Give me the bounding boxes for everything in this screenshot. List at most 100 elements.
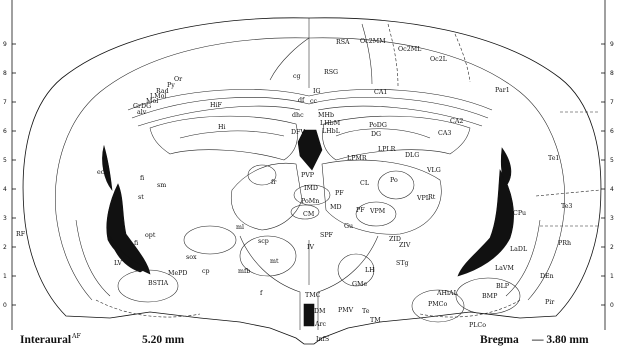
ec-black-strip-left — [102, 146, 112, 190]
tick-right-9: 9 — [610, 41, 614, 48]
label-md: MD — [330, 204, 342, 211]
ec-boundary-left — [76, 220, 110, 296]
bregma-value: — 3.80 mm — [531, 334, 589, 346]
label-df: df — [298, 97, 305, 104]
label-sm: sm — [157, 182, 166, 189]
label-st: st — [138, 194, 144, 201]
label-lhbl: LHbL — [322, 128, 341, 135]
label-or: Or — [174, 76, 183, 83]
label-lavm: LaVM — [495, 265, 514, 272]
tick-right-1: 1 — [610, 273, 614, 280]
label-lplr: LPLR — [378, 146, 396, 153]
tick-left-5: 5 — [3, 157, 7, 164]
label-alv: alv — [137, 109, 147, 116]
label-ml: ml — [236, 224, 244, 231]
label-pf: PF — [335, 190, 344, 197]
tick-right-8: 8 — [610, 70, 614, 77]
dentate-gyrus-left — [180, 131, 284, 138]
hippocampus-right — [323, 116, 471, 160]
oc2mm-boundary — [362, 24, 372, 84]
label-vlg: VLG — [426, 167, 441, 174]
label-cl: CL — [360, 180, 370, 187]
label-ziv: ZIV — [399, 242, 411, 249]
label-rf: RF — [16, 231, 26, 238]
label-ahial: AHiAL — [436, 290, 459, 297]
label-oc2ml: Oc2ML — [398, 46, 422, 53]
label-gme: GMe — [352, 281, 367, 288]
label-hif: HiF — [210, 102, 223, 109]
label-ig: IG — [313, 88, 321, 95]
tick-right-2: 2 — [610, 244, 614, 251]
label-fr: fr — [271, 179, 277, 186]
label-bstia: BSTIA — [148, 280, 169, 287]
label-mhb: MHb — [318, 112, 334, 119]
label-lv: LV — [114, 260, 122, 267]
label-fi-2: fi — [134, 240, 139, 247]
label-dhc: dhc — [292, 112, 304, 119]
tick-left-9: 9 — [3, 41, 7, 48]
te1-te3-boundary — [536, 190, 600, 196]
label-blp: BLP — [496, 283, 510, 290]
label-cm: CM — [303, 211, 315, 218]
label-rsg: RSG — [324, 69, 338, 76]
region-labels: RSA Oc2MM Oc2ML Oc2L RSG Par1 Te1 Te3 PR… — [16, 38, 572, 343]
tick-left-7: 7 — [3, 99, 7, 106]
label-pmv: PMV — [338, 307, 354, 314]
tick-left-8: 8 — [3, 70, 7, 77]
label-gu: Gu — [344, 223, 353, 230]
label-vpm: VPM — [369, 208, 386, 215]
tick-right-4: 4 — [610, 186, 614, 193]
label-cc: cc — [310, 98, 318, 105]
habenula-black-region — [298, 130, 322, 170]
tick-right-0: 0 — [610, 302, 614, 309]
label-f: f — [260, 290, 263, 297]
tick-right-6: 6 — [610, 128, 614, 135]
label-ladl: LaDL — [510, 246, 528, 253]
label-iv: IV — [307, 244, 314, 251]
label-mepd: MePD — [168, 270, 187, 277]
label-imd: IMD — [304, 185, 318, 192]
interaural-label: Interaural — [20, 334, 71, 346]
label-mfb: mfb — [238, 268, 250, 275]
po-region — [378, 171, 414, 199]
label-lhbm: LHbM — [320, 120, 341, 127]
lateral-ventricle-right — [458, 170, 514, 276]
label-infs: InfS — [316, 336, 329, 343]
label-prh: PRh — [558, 240, 571, 247]
label-stg: STg — [396, 260, 409, 267]
label-ec: ec — [97, 169, 105, 176]
label-oc2mm: Oc2MM — [360, 38, 386, 45]
label-fi: fi — [140, 175, 145, 182]
label-te: Te — [362, 308, 370, 315]
oc2l-boundary — [455, 34, 470, 82]
label-po: Po — [390, 177, 398, 184]
label-den: DEn — [540, 273, 554, 280]
label-ca2: CA2 — [450, 118, 463, 125]
bregma-label: Bregma — [480, 334, 519, 346]
label-sox: sox — [186, 254, 197, 261]
label-par1: Par1 — [495, 87, 510, 94]
label-bmp: BMP — [482, 293, 498, 300]
label-oc2l: Oc2L — [430, 56, 448, 63]
tick-left-6: 6 — [3, 128, 7, 135]
scp-region — [184, 226, 236, 254]
label-dm: DM — [314, 308, 326, 315]
label-dg: DG — [371, 131, 381, 138]
label-opt: opt — [145, 232, 156, 239]
tick-left-0: 0 — [3, 302, 7, 309]
tick-left-2: 2 — [3, 244, 7, 251]
label-cp: cp — [202, 268, 210, 275]
label-lh: LH — [365, 267, 375, 274]
label-arc: Arc — [314, 321, 327, 328]
label-tmc: TMC — [305, 292, 321, 299]
dentate-gyrus-right — [336, 129, 430, 138]
label-af: AF — [71, 333, 82, 340]
label-podg: PoDG — [369, 122, 387, 129]
label-dfv: DFV — [291, 129, 305, 136]
tick-right-7: 7 — [610, 99, 614, 106]
interaural-value: 5.20 mm — [142, 334, 185, 346]
tick-left-1: 1 — [3, 273, 7, 280]
right-tick-labels: 9 8 7 6 5 4 3 2 1 0 — [610, 41, 614, 309]
label-mt: mt — [270, 258, 279, 265]
